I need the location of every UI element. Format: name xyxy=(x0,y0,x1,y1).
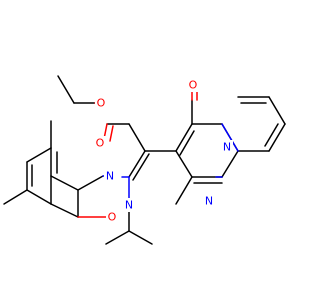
bond xyxy=(179,130,195,156)
bond xyxy=(132,153,150,181)
bond xyxy=(175,176,193,205)
bond xyxy=(128,230,153,245)
nitrogen-ring-bridge: N xyxy=(223,141,231,154)
bond xyxy=(175,123,193,152)
atom-bg xyxy=(203,194,215,208)
atom-bg xyxy=(123,198,135,212)
atom-bg xyxy=(94,136,106,150)
molecule-structure-diagram: O O O N O N N N xyxy=(3,75,286,245)
bond xyxy=(221,123,239,152)
bond xyxy=(128,123,146,152)
nitrogen-ring-pyrimidine: N xyxy=(205,195,213,208)
carbon-bonds xyxy=(3,75,286,245)
oxygen-amide: O xyxy=(108,211,117,224)
atom-bg xyxy=(187,78,199,92)
nitrogen-imine: N xyxy=(106,170,114,183)
atom-bg xyxy=(221,140,233,154)
atom-labels: O O O N O N N N xyxy=(94,78,233,224)
oxygen-ester-carbonyl: O xyxy=(96,137,105,150)
bond xyxy=(221,150,239,178)
bond xyxy=(109,125,114,142)
bond xyxy=(128,150,146,178)
nitrogen-ring-1: N xyxy=(125,199,133,212)
atom-bg xyxy=(104,169,116,183)
oxygen-ester-ether: O xyxy=(97,97,106,110)
bond xyxy=(268,123,286,152)
bond xyxy=(26,189,52,205)
bond xyxy=(264,123,279,147)
atom-bg xyxy=(106,210,118,224)
bond xyxy=(57,75,75,104)
bond xyxy=(50,203,79,218)
bond xyxy=(77,175,104,191)
bond xyxy=(175,150,193,178)
bond xyxy=(50,175,79,191)
bond xyxy=(3,189,28,205)
oxygen-ring-ketone: O xyxy=(189,79,198,92)
bond xyxy=(105,230,130,245)
bond xyxy=(268,96,286,125)
atom-bg xyxy=(95,96,107,110)
bond xyxy=(26,147,52,163)
